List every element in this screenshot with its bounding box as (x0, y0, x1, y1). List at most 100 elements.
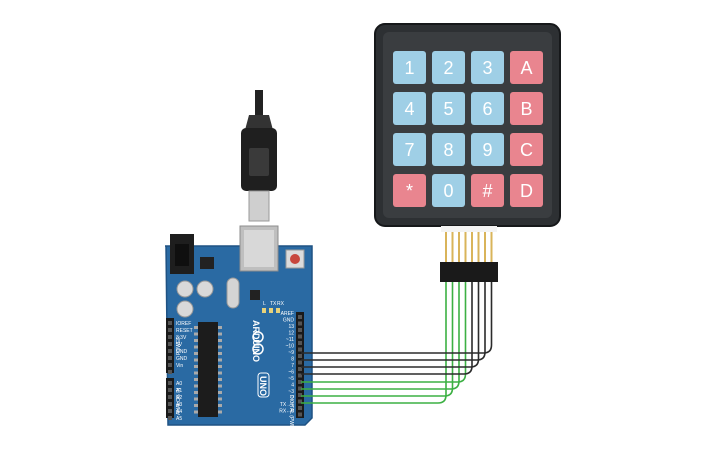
key-5[interactable]: 5 (432, 92, 465, 125)
key-cap[interactable] (510, 51, 543, 84)
led-label: L (263, 301, 266, 307)
key-cap[interactable] (393, 174, 426, 207)
logo-infinity-left (252, 331, 264, 343)
power-pin-label: 5V (176, 342, 183, 348)
digital-pin-label: 8 (291, 357, 294, 363)
pin-socket (168, 388, 172, 392)
key-0[interactable]: 0 (432, 174, 465, 207)
key-C[interactable]: C (510, 133, 543, 166)
key-cap[interactable] (393, 133, 426, 166)
key-*[interactable]: * (393, 174, 426, 207)
usb-controller-chip (250, 290, 260, 300)
chip-pin (194, 397, 198, 401)
digital-pin-label: RX←0 (279, 409, 294, 415)
chip-pin (194, 384, 198, 388)
digital-pin-label: 4 (291, 383, 294, 389)
key-label: 9 (482, 140, 492, 160)
chip-pin (218, 345, 222, 349)
chip-pin (218, 339, 222, 342)
chip-pin (218, 352, 222, 355)
pin-socket (168, 349, 172, 353)
digital-header (296, 312, 304, 418)
voltage-regulator (200, 257, 214, 269)
key-cap[interactable] (432, 51, 465, 84)
key-2[interactable]: 2 (432, 51, 465, 84)
jumper-wires (301, 282, 493, 404)
key-D[interactable]: D (510, 174, 543, 207)
led-label: TX (270, 301, 277, 307)
chip-pin (194, 352, 198, 355)
chip-pin (194, 410, 198, 414)
key-cap[interactable] (471, 51, 504, 84)
key-7[interactable]: 7 (393, 133, 426, 166)
digital-pin-label: AREF (281, 311, 294, 317)
key-cap[interactable] (510, 133, 543, 166)
pin-socket (298, 334, 302, 339)
wire-black[interactable] (301, 282, 473, 375)
pin-socket (298, 367, 302, 371)
key-cap[interactable] (393, 92, 426, 125)
key-cap[interactable] (432, 92, 465, 125)
capacitor-3 (196, 280, 214, 298)
wire-green[interactable] (301, 282, 447, 404)
reset-button-cap[interactable] (290, 254, 300, 264)
key-cap[interactable] (471, 92, 504, 125)
wire-black[interactable] (301, 282, 480, 368)
chip-pin (194, 332, 198, 336)
key-cap[interactable] (393, 51, 426, 84)
uno-badge: UNO (257, 372, 270, 398)
chip-pin (194, 371, 198, 375)
pin-socket (168, 395, 172, 399)
pin-socket (298, 373, 302, 378)
analog-pin-label: A2 (176, 395, 182, 401)
usb-cable[interactable] (241, 90, 277, 222)
key-cap[interactable] (471, 174, 504, 207)
analog-pin-label: A5 (176, 416, 182, 422)
chip-pin (218, 384, 222, 388)
digital-pin-label: TX→1 (280, 402, 294, 408)
pin-socket (168, 402, 172, 406)
key-A[interactable]: A (510, 51, 543, 84)
pin-socket (298, 412, 302, 417)
pin-socket (168, 321, 172, 325)
key-cap[interactable] (510, 92, 543, 125)
pin-socket (168, 356, 172, 360)
key-8[interactable]: 8 (432, 133, 465, 166)
key-6[interactable]: 6 (471, 92, 504, 125)
pin-socket (168, 342, 172, 346)
key-cap[interactable] (432, 174, 465, 207)
pin-socket (168, 335, 172, 339)
key-B[interactable]: B (510, 92, 543, 125)
key-1[interactable]: 1 (393, 51, 426, 84)
key-4[interactable]: 4 (393, 92, 426, 125)
crystal-oscillator (226, 277, 240, 309)
key-label: # (482, 181, 492, 201)
key-3[interactable]: 3 (471, 51, 504, 84)
key-label: 4 (404, 99, 414, 119)
power-pin-label: 3.3V (176, 335, 187, 341)
pin-socket (168, 409, 172, 413)
wire-green[interactable] (301, 282, 454, 397)
wire-black[interactable] (301, 282, 486, 361)
logo-infinity-right (252, 343, 264, 355)
key-9[interactable]: 9 (471, 133, 504, 166)
pin-socket (298, 406, 302, 410)
analog-pin-label: A0 (176, 381, 182, 387)
key-label: 3 (482, 58, 492, 78)
wire-black[interactable] (301, 282, 493, 354)
chip-pin (218, 410, 222, 414)
key-cap[interactable] (471, 133, 504, 166)
digital-pin-label: 13 (288, 324, 294, 330)
key-cap[interactable] (432, 133, 465, 166)
key-cap[interactable] (510, 174, 543, 207)
key-#[interactable]: # (471, 174, 504, 207)
pin-socket (168, 381, 172, 385)
chip-pin (218, 378, 222, 381)
wire-green[interactable] (301, 282, 460, 390)
usb-plug-metal (248, 190, 270, 222)
power-pin-label: GND (176, 349, 188, 355)
